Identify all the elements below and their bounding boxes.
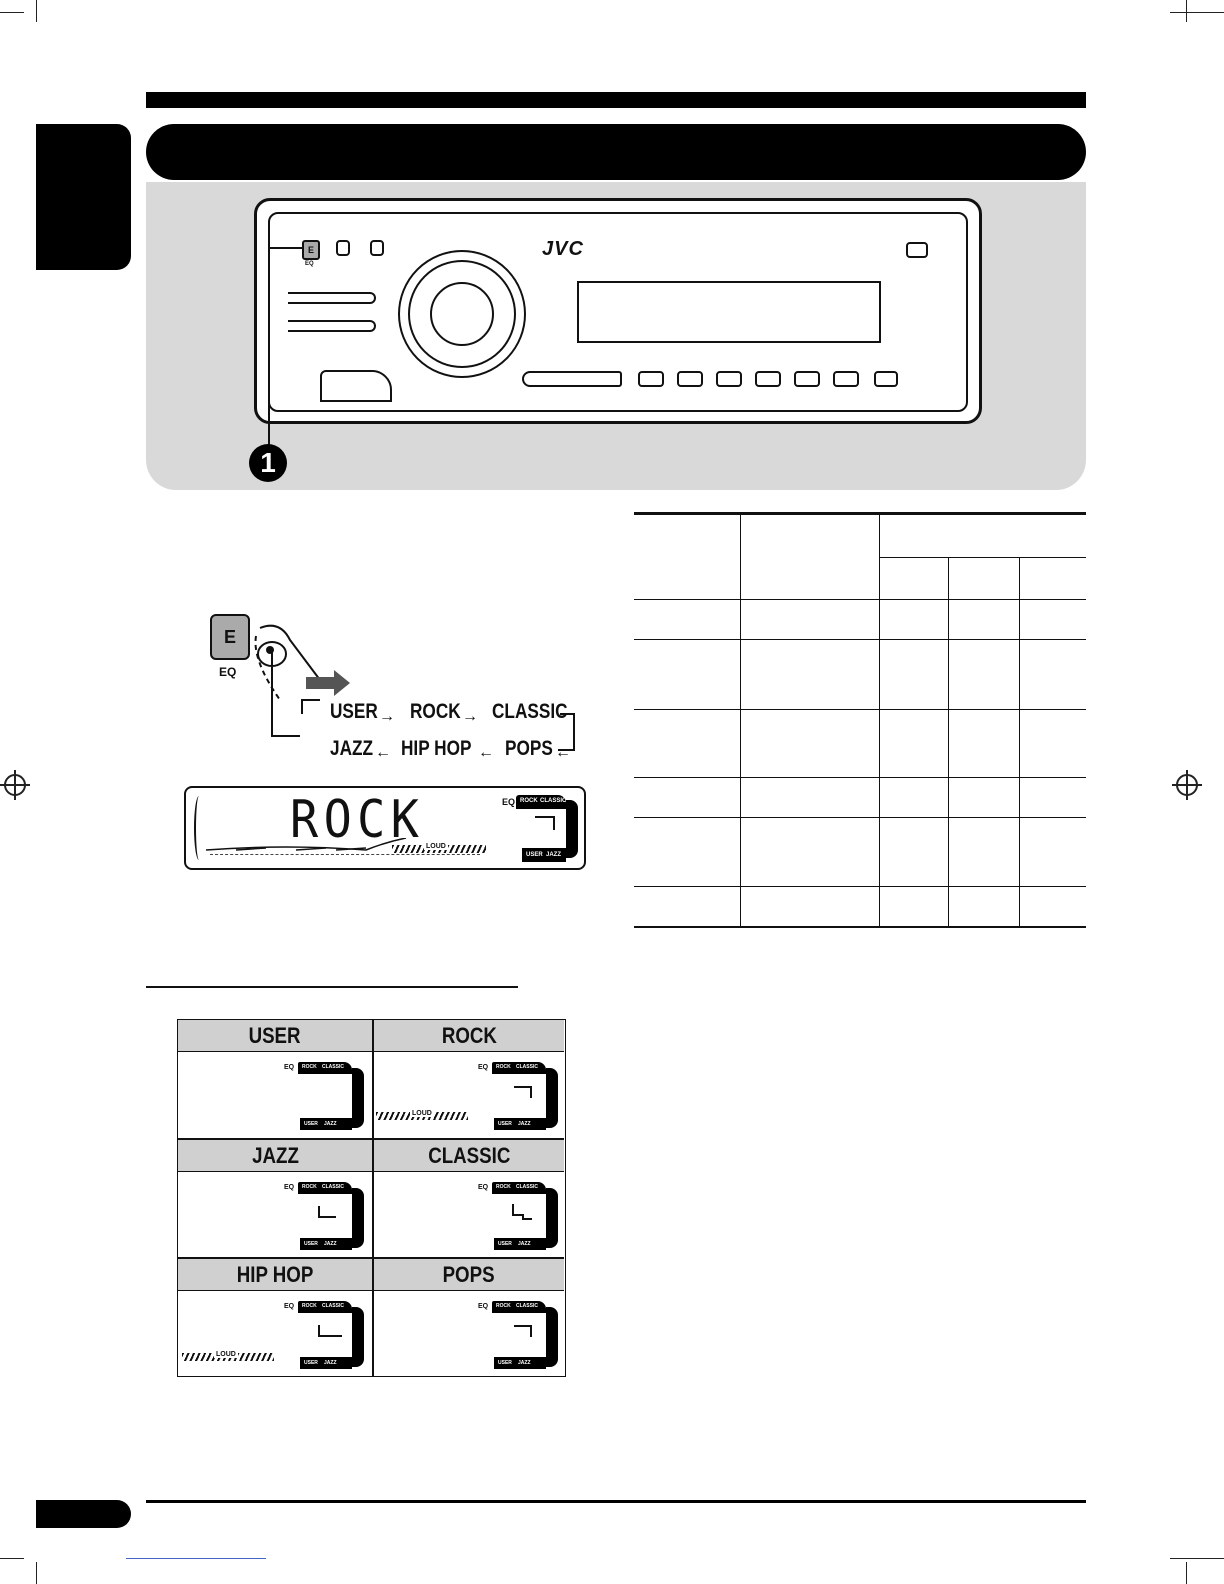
crop-mark xyxy=(1186,1562,1187,1584)
footer-line xyxy=(126,1558,266,1559)
grid-divider xyxy=(372,1020,374,1376)
crop-mark xyxy=(1170,12,1224,13)
arrow-left-icon: ← xyxy=(375,744,391,761)
eq-button-closeup-label: EQ xyxy=(219,665,237,679)
section-title-bar xyxy=(146,124,1086,180)
eq-preset-grid: USER ROCK JAZZ CLASSIC HIP HOP POPS EQ R… xyxy=(177,1019,566,1377)
mode-arc-top xyxy=(516,795,566,809)
crop-mark xyxy=(36,0,37,22)
preset-button[interactable] xyxy=(755,371,781,387)
eq-settings-table xyxy=(634,512,1086,928)
preset-header-user: USER xyxy=(178,1020,372,1052)
mode-label-user: USER xyxy=(526,852,543,858)
sequence-rock: ROCK xyxy=(410,700,461,723)
arrow-left-icon: ← xyxy=(555,744,571,761)
crop-mark xyxy=(1186,0,1187,22)
eq-button-label: EQ xyxy=(305,261,314,267)
top-rule xyxy=(146,92,1086,108)
lcd-display xyxy=(184,786,586,870)
aux-jack-cover[interactable] xyxy=(320,370,392,402)
mode-arc-bottom xyxy=(522,848,566,862)
control-dial-outer xyxy=(398,250,526,378)
callout-number: 1 xyxy=(249,444,287,482)
mode-label-jazz: JAZZ xyxy=(546,852,561,858)
press-arrow-icon xyxy=(306,670,350,696)
mode-label-classic: CLASSIC xyxy=(540,798,567,804)
preset-button[interactable] xyxy=(833,371,859,387)
preset-indicator-rock: EQ ROCK CLASSIC USER JAZZ xyxy=(478,1062,564,1132)
preset-indicator-user: EQ ROCK CLASSIC USER JAZZ xyxy=(284,1062,370,1132)
preset-header-classic: CLASSIC xyxy=(374,1140,564,1172)
eq-button-closeup[interactable]: E xyxy=(210,614,250,660)
language-tab xyxy=(36,124,131,270)
eq-curve-icon xyxy=(535,816,555,830)
lcd-wave-decoration xyxy=(206,838,407,851)
arrow-right-icon: → xyxy=(462,708,478,725)
crop-mark xyxy=(1170,1558,1224,1559)
preset-indicator-jazz: EQ ROCK CLASSIC USER JAZZ xyxy=(284,1182,370,1252)
mode-button[interactable] xyxy=(522,371,622,387)
mode-label-rock: ROCK xyxy=(520,798,538,804)
arrow-right-icon: → xyxy=(379,708,395,725)
registration-mark xyxy=(1186,770,1188,800)
preset-header-rock: ROCK xyxy=(374,1020,564,1052)
crop-mark xyxy=(0,1558,24,1559)
control-dial[interactable] xyxy=(430,282,494,346)
section-rule xyxy=(146,986,518,988)
crop-mark xyxy=(0,12,24,13)
arrow-left-icon: ← xyxy=(478,744,494,761)
panel-button[interactable] xyxy=(336,240,350,256)
callout-line xyxy=(268,247,270,445)
bottom-rule xyxy=(146,1500,1086,1503)
grid-divider xyxy=(178,1138,564,1140)
control-dial-ring[interactable] xyxy=(408,260,516,368)
slot-indicator xyxy=(288,320,376,332)
slot-indicator xyxy=(288,292,376,304)
page-number-tab xyxy=(36,1500,131,1528)
sequence-connector xyxy=(271,650,575,751)
eq-button[interactable]: E xyxy=(302,240,320,260)
sequence-jazz: JAZZ xyxy=(330,737,374,760)
grid-divider xyxy=(178,1257,564,1259)
mode-arc-side xyxy=(566,800,578,858)
brand-logo: JVC xyxy=(542,238,584,260)
preset-button[interactable] xyxy=(638,371,664,387)
sequence-user: USER xyxy=(330,700,378,723)
sequence-pops: POPS xyxy=(505,737,553,760)
sequence-classic: CLASSIC xyxy=(492,700,568,723)
panel-button[interactable] xyxy=(370,240,384,256)
callout-line xyxy=(268,247,302,249)
preset-button[interactable] xyxy=(874,371,898,387)
preset-indicator-hiphop: EQ ROCK CLASSIC USER JAZZ xyxy=(284,1301,370,1371)
eq-tag: EQ xyxy=(502,797,516,807)
preset-indicator-pops: EQ ROCK CLASSIC USER JAZZ xyxy=(478,1301,564,1371)
preset-header-jazz: JAZZ xyxy=(178,1140,372,1172)
preset-header-hiphop: HIP HOP xyxy=(178,1259,372,1291)
finger-press-icon xyxy=(254,624,321,700)
preset-button[interactable] xyxy=(677,371,703,387)
loud-label: LOUD xyxy=(424,843,448,850)
faceplate-display xyxy=(577,281,881,343)
registration-mark xyxy=(14,770,16,800)
release-button[interactable] xyxy=(906,242,928,258)
loud-label-hiphop: LOUD xyxy=(214,1351,238,1358)
lcd-bracket xyxy=(194,796,204,860)
preset-button[interactable] xyxy=(716,371,742,387)
lcd-underline xyxy=(210,854,480,856)
preset-button[interactable] xyxy=(794,371,820,387)
preset-header-pops: POPS xyxy=(374,1259,564,1291)
preset-indicator-classic: EQ ROCK CLASSIC USER JAZZ xyxy=(478,1182,564,1252)
crop-mark xyxy=(36,1562,37,1584)
loud-label-rock: LOUD xyxy=(410,1110,434,1117)
sequence-hiphop: HIP HOP xyxy=(401,737,472,760)
